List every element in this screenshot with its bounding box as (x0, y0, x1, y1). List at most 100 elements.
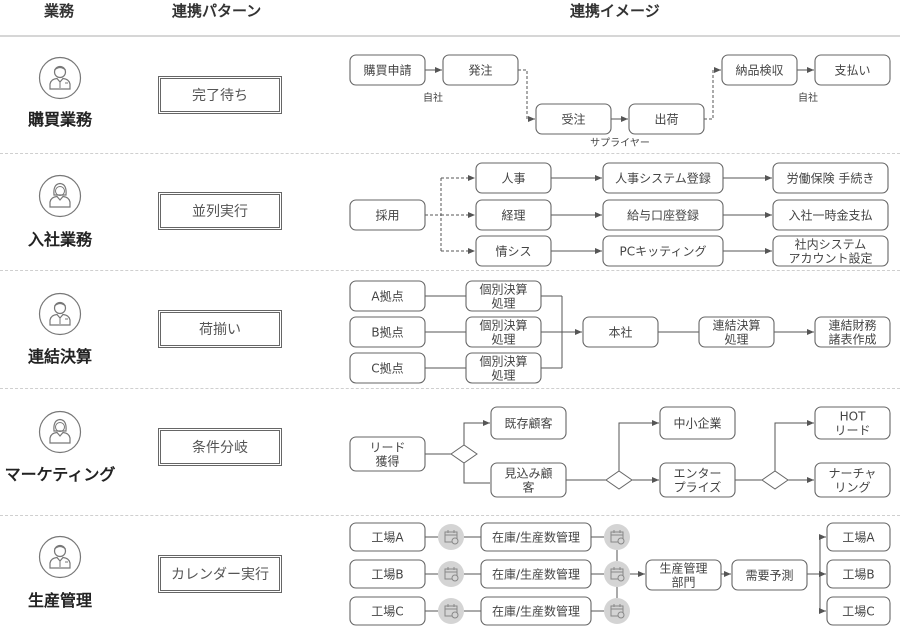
node-box (698, 316, 775, 348)
node-label: 受注 (561, 112, 585, 127)
node-target-factory: 工場A (826, 522, 891, 552)
node-label: 採用 (375, 209, 399, 223)
row-separator (0, 515, 900, 516)
node-label: 連結決算 (712, 318, 760, 333)
node-label: 購買申請 (363, 64, 411, 78)
node-label: PCキッティング (620, 245, 707, 259)
node-inspection: 納品検収 (721, 54, 798, 86)
node-box (490, 462, 567, 498)
node-label: C拠点 (371, 362, 403, 376)
female-person-icon (38, 174, 82, 218)
node-label: 需要予測 (745, 569, 793, 583)
node-label: 連結財務 (828, 318, 876, 333)
node-label: 個別決算 (479, 282, 527, 297)
calendar-icon (438, 598, 464, 624)
node-payment: 支払い (814, 54, 891, 86)
calendar-icon (604, 598, 630, 624)
node-box (480, 559, 592, 589)
node-hiring: 採用 (349, 199, 426, 231)
business-name: 入社業務 (27, 230, 92, 249)
node-label: 個別決算 (479, 318, 527, 333)
node-label: 工場A (842, 531, 875, 545)
node-label: プライズ (674, 480, 722, 495)
node-label: B拠点 (371, 326, 403, 340)
node-label: 処理 (724, 333, 748, 347)
header-business: 業務 (44, 2, 75, 20)
node-box (814, 316, 891, 348)
node-label: 諸表作成 (828, 332, 876, 347)
business-name: 生産管理 (27, 591, 92, 610)
node-box (475, 199, 552, 231)
node-box (349, 522, 426, 552)
node-box (535, 103, 612, 135)
pattern-box: カレンダー実行 (158, 555, 282, 593)
node-label: 人事システム登録 (615, 171, 711, 186)
node-branch-final: 入社一時金支払 (772, 199, 889, 231)
node-inventory-management: 在庫/生産数管理 (480, 559, 592, 589)
calendar-icon (438, 561, 464, 587)
node-box (814, 54, 891, 86)
node-label: 処理 (491, 297, 515, 311)
node-box (475, 235, 552, 267)
node-label: 社内システム (795, 237, 867, 252)
pattern-box: 並列実行 (158, 192, 282, 230)
calendar-icon (438, 524, 464, 550)
node-label: 本社 (608, 325, 632, 340)
node-label: 人事 (501, 172, 525, 186)
node-label: 労働保険 手続き (787, 172, 875, 186)
node-label: 獲得 (375, 454, 399, 469)
node-box (772, 162, 889, 194)
pattern-box: 荷揃い (158, 310, 282, 348)
connector-line (774, 420, 814, 471)
node-inventory-management: 在庫/生産数管理 (480, 522, 592, 552)
label-own-company: 自社 (798, 91, 818, 104)
node-box (349, 352, 426, 384)
node-inventory-management: 在庫/生産数管理 (480, 596, 592, 626)
node-box (490, 406, 567, 440)
node-label: リング (834, 481, 870, 495)
node-box (826, 522, 891, 552)
node-label: 処理 (491, 369, 515, 383)
node-box (349, 436, 426, 472)
node-label: 在庫/生産数管理 (492, 604, 580, 619)
node-box (480, 596, 592, 626)
node-purchase-request: 購買申請 (349, 54, 426, 86)
node-box (628, 103, 705, 135)
node-branch-step: 人事システム登録 (602, 162, 724, 194)
calendar-icon (604, 561, 630, 587)
node-branch-final: 労働保険 手続き (772, 162, 889, 194)
decision-diamond (450, 444, 478, 464)
node-branch-dept: 経理 (475, 199, 552, 231)
row-separator (0, 270, 900, 271)
node-label: 入社一時金支払 (788, 208, 872, 223)
node-box (349, 54, 426, 86)
node-label: 工場C (842, 605, 874, 619)
female-person-icon (38, 410, 82, 454)
node-label: 処理 (491, 333, 515, 347)
node-factory: 工場A (349, 522, 426, 552)
node-label: リード (834, 424, 870, 438)
node-label: 経理 (501, 209, 525, 223)
node-label: 納品検収 (735, 64, 783, 78)
node-label: 個別決算 (479, 354, 527, 369)
node-box (465, 352, 542, 384)
node-label: 部門 (671, 575, 695, 590)
node-label: 工場C (371, 605, 403, 619)
node-box (582, 316, 659, 348)
node-box (465, 316, 542, 348)
node-site: B拠点 (349, 316, 426, 348)
node-box (814, 406, 891, 440)
label-supplier: サプライヤー (590, 137, 650, 149)
node-label: 工場A (371, 531, 404, 545)
header-divider (0, 35, 900, 37)
node-box (602, 199, 724, 231)
node-box (731, 559, 808, 591)
node-label: 給与口座登録 (627, 208, 699, 223)
